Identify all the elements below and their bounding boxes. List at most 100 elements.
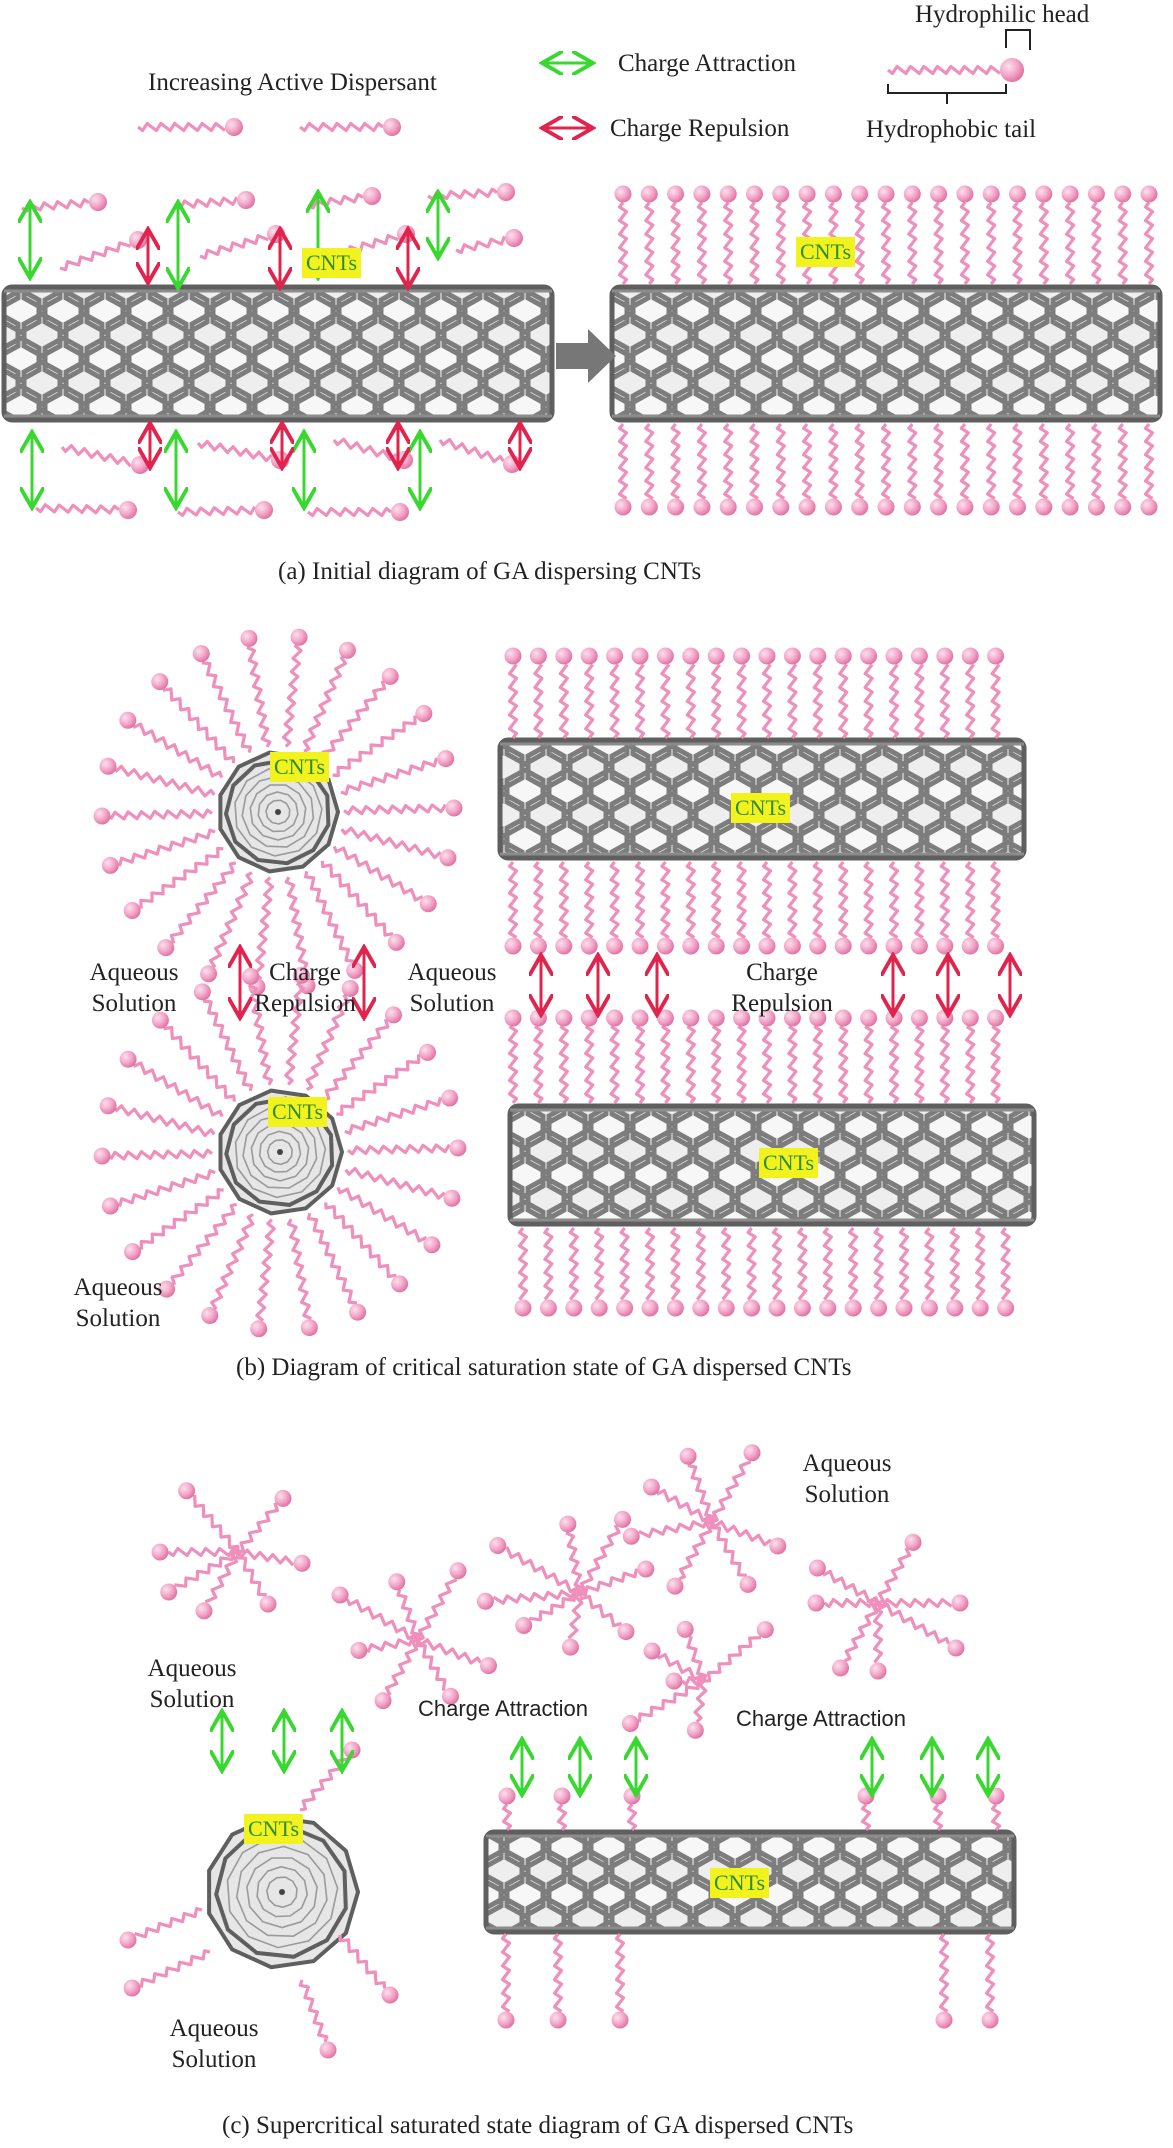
surfactant-molecule xyxy=(343,799,463,817)
surfactant-molecule xyxy=(178,1482,240,1553)
surfactant-molecule xyxy=(565,1227,583,1317)
surfactant-molecule xyxy=(930,423,948,516)
surfactant-molecule xyxy=(824,423,842,516)
surfactant-molecule xyxy=(299,118,401,136)
surfactant-molecule xyxy=(1087,423,1105,516)
surfactant-molecule xyxy=(606,861,624,955)
surfactant-molecule xyxy=(798,423,816,516)
surfactant-molecule xyxy=(860,861,878,955)
surfactant-molecule xyxy=(119,711,224,779)
process-arrow xyxy=(556,329,616,383)
aqueous-solution-b-left: Aqueous Solution xyxy=(89,959,179,1017)
cnt-label-b-cross-top: CNTs xyxy=(270,752,330,782)
surfactant-molecule xyxy=(160,1549,239,1601)
surfactant-molecule xyxy=(656,647,674,739)
surfactant-molecule xyxy=(703,1621,774,1683)
surfactant-molecule xyxy=(746,423,763,516)
surfactant-molecule xyxy=(631,861,649,955)
aqueous-solution-b-middle: Aqueous Solution xyxy=(407,959,497,1017)
surfactant-molecule xyxy=(302,641,356,753)
surfactant-molecule xyxy=(758,647,776,739)
surfactant-molecule xyxy=(119,1050,224,1118)
surfactant-molecule xyxy=(331,1586,420,1641)
caption-b: (b) Diagram of critical saturation state… xyxy=(236,1354,852,1381)
charge-repulsion-b-right: Charge Repulsion xyxy=(731,959,833,1017)
surfactant-molecule xyxy=(667,185,685,285)
surfactant-molecule xyxy=(709,1521,757,1593)
surfactant-molecule xyxy=(497,1933,515,2029)
surfactant-molecule xyxy=(151,673,236,764)
surfactant-molecule xyxy=(417,1562,467,1642)
surfactant-molecule xyxy=(344,1167,461,1207)
surfactant-molecule xyxy=(832,1601,879,1677)
surfactant-molecule xyxy=(1061,423,1079,516)
surfactant-molecule xyxy=(961,1009,979,1104)
surfactant-molecule xyxy=(286,1218,318,1337)
surfactant-molecule xyxy=(809,647,827,739)
surfactant-molecule xyxy=(580,647,598,739)
surfactant-molecule xyxy=(553,1787,571,1832)
aqueous-solution-c-left: Aqueous Solution xyxy=(147,1655,237,1713)
surfactant-molecule xyxy=(555,1009,573,1104)
surfactant-molecule xyxy=(344,1089,459,1135)
surfactant-molecule xyxy=(324,1202,409,1293)
surfactant-molecule xyxy=(834,861,852,955)
surfactant-molecule xyxy=(733,1009,751,1104)
surfactant-molecule xyxy=(783,1009,801,1104)
surfactant-molecule xyxy=(876,1602,965,1657)
aqueous-solution-c-top-right: Aqueous Solution xyxy=(802,1450,892,1508)
surfactant-molecule xyxy=(935,1933,953,2029)
surfactant-molecule xyxy=(793,1227,811,1317)
surfactant-molecule xyxy=(877,1533,922,1605)
surfactant-molecule xyxy=(561,1591,584,1656)
surfactant-molecule xyxy=(101,828,216,874)
surfactant-molecule xyxy=(336,1043,437,1116)
surfactant-molecule xyxy=(306,1212,367,1321)
surfactant-molecule xyxy=(250,1218,276,1338)
surfactant-molecule xyxy=(93,807,213,825)
surfactant-molecule xyxy=(195,1550,239,1620)
surfactant-molecule xyxy=(35,501,137,519)
surfactant-molecule xyxy=(772,423,790,516)
surfactant-molecule xyxy=(956,423,974,516)
nanotube-a-right xyxy=(609,284,1163,423)
surfactant-molecule xyxy=(885,647,903,739)
surfactant-molecule xyxy=(719,185,737,285)
surfactant-molecule xyxy=(611,1933,629,2029)
surfactant-molecule xyxy=(692,1227,710,1317)
surfactant-molecule xyxy=(717,1227,735,1317)
surfactant-molecule xyxy=(555,647,573,739)
surfactant-molecule xyxy=(151,1543,239,1561)
surfactant-molecule xyxy=(971,1227,989,1317)
surfactant-molecule xyxy=(693,423,711,516)
surfactant-molecule xyxy=(515,1590,581,1634)
cnt-label-a-left: CNTs xyxy=(302,248,362,278)
surfactant-molecule xyxy=(808,1559,880,1604)
surfactant-molecule xyxy=(733,647,751,739)
surfactant-molecule xyxy=(193,983,254,1092)
surfactant-molecule xyxy=(809,1009,827,1104)
surfactant-molecule xyxy=(656,861,674,955)
surfactant-molecule xyxy=(549,1933,567,2029)
surfactant-molecule xyxy=(332,845,437,913)
surfactant-molecule xyxy=(504,861,522,955)
cnt-label-b-cross-bottom: CNTs xyxy=(268,1097,328,1127)
surfactant-molecule xyxy=(579,1510,631,1595)
surfactant-molecule xyxy=(758,1009,776,1104)
surfactant-molecule xyxy=(870,1227,888,1317)
surfactant-molecule xyxy=(641,1227,659,1317)
surfactant-molecule xyxy=(982,423,1000,516)
surfactant-molecule xyxy=(961,647,979,739)
charge-attraction-c-left: Charge Attraction xyxy=(418,1696,588,1721)
surfactant-molecule xyxy=(319,667,399,763)
surfactant-molecule xyxy=(388,1573,422,1641)
surfactant-molecule xyxy=(614,423,632,516)
surfactant-molecule xyxy=(578,1592,635,1641)
surfactant-molecule xyxy=(1140,185,1158,285)
tail-bracket xyxy=(887,84,1007,104)
surfactant-molecule xyxy=(961,861,979,955)
surfactant-molecule xyxy=(99,757,216,798)
surfactant-molecule xyxy=(416,1638,497,1675)
surfactant-molecule xyxy=(834,647,852,739)
charge-arrows xyxy=(30,63,1010,1792)
